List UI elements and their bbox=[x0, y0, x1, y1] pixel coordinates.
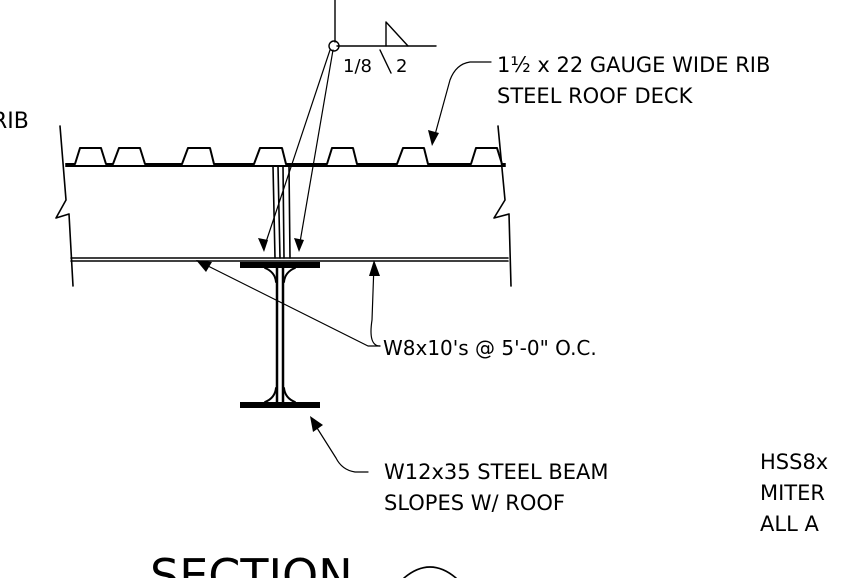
hss-note-line2: MITER bbox=[760, 481, 825, 505]
joist-end-webs bbox=[272, 165, 291, 259]
hss-note-line3: ALL A bbox=[760, 512, 819, 536]
beam-note-line1: W12x35 STEEL BEAM bbox=[384, 460, 609, 484]
section-title: SECTION bbox=[150, 549, 353, 578]
w12-steel-beam bbox=[240, 262, 320, 408]
deck-leader bbox=[428, 61, 492, 146]
hss-note-line1: HSS8x bbox=[760, 450, 828, 474]
weld-symbol: 1/8 2 bbox=[258, 0, 437, 252]
section-bubble bbox=[403, 566, 457, 578]
roof-deck bbox=[65, 147, 506, 167]
rib-fragment-note: RIB bbox=[0, 109, 29, 134]
deck-note-line1: 1½ x 22 GAUGE WIDE RIB bbox=[497, 53, 770, 77]
break-line-right bbox=[493, 125, 512, 287]
beam-leader bbox=[310, 416, 369, 473]
deck-note-line2: STEEL ROOF DECK bbox=[497, 84, 694, 108]
beam-note-line2: SLOPES W/ ROOF bbox=[384, 491, 565, 515]
break-line-left bbox=[55, 125, 74, 287]
weld-length-label: 2 bbox=[396, 56, 407, 77]
joist-note: W8x10's @ 5'-0" O.C. bbox=[383, 336, 597, 360]
weld-size-label: 1/8 bbox=[343, 56, 372, 77]
joist-leaders bbox=[196, 260, 381, 347]
